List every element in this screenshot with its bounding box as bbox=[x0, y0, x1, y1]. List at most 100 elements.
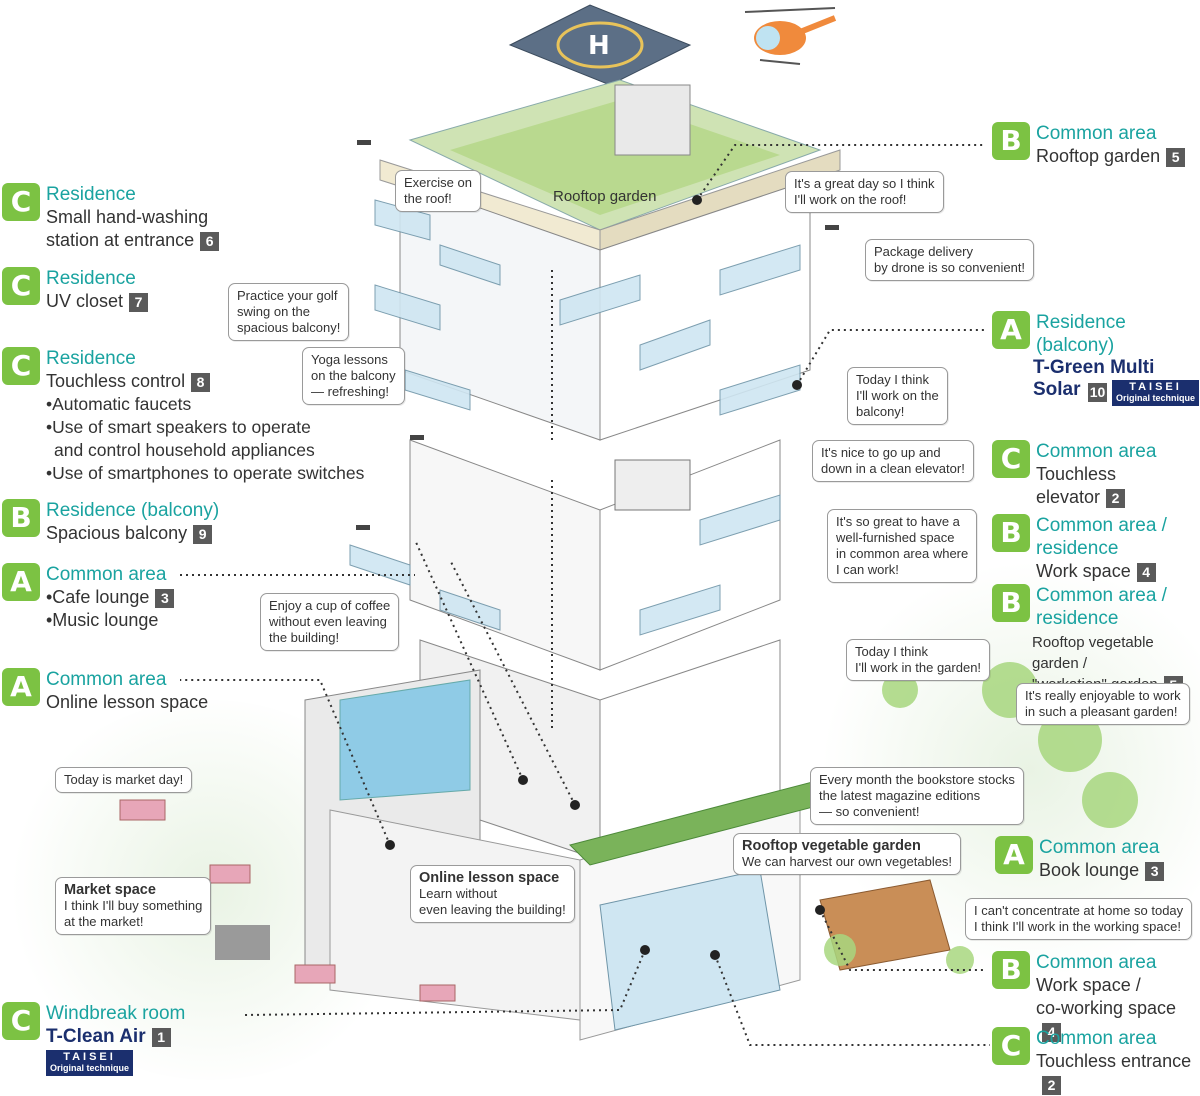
item-label: Spacious balcony bbox=[46, 523, 188, 543]
bubble-veg-garden: Rooftop vegetable garden We can harvest … bbox=[733, 833, 962, 875]
category-label: Residence bbox=[46, 348, 136, 369]
brand-label: T-Green Multi Solar bbox=[1033, 357, 1155, 400]
a-badge-icon: A bbox=[995, 836, 1033, 874]
category-label: Common area bbox=[46, 669, 167, 690]
a-badge-icon: A bbox=[2, 668, 40, 706]
c-badge-icon: C bbox=[992, 1027, 1030, 1065]
ref-number: 8 bbox=[191, 372, 211, 392]
category-label: Residence bbox=[46, 268, 136, 289]
category-label: Common area / residence bbox=[1036, 585, 1167, 629]
c-badge-icon: C bbox=[2, 1002, 40, 1040]
item-label: Work space / co-working space bbox=[1036, 975, 1177, 1018]
helipad: H bbox=[508, 4, 692, 86]
ref-number: 9 bbox=[193, 524, 213, 544]
bubble-elevator: It's nice to go up and down in a clean e… bbox=[812, 440, 974, 482]
ref-number: 10 bbox=[1088, 383, 1107, 402]
bubble-yoga: Yoga lessons on the balcony — refreshing… bbox=[302, 347, 405, 405]
category-label: Common area / residence bbox=[1036, 515, 1167, 559]
label-solar: A Residence (balcony) bbox=[992, 311, 1126, 357]
a-badge-icon: A bbox=[2, 563, 40, 601]
bubble-drone: Package delivery by drone is so convenie… bbox=[865, 239, 1035, 281]
a-badge-icon: A bbox=[992, 311, 1030, 349]
bubble-exercise: Exercise on the roof! bbox=[395, 170, 481, 212]
c-badge-icon: C bbox=[2, 183, 40, 221]
ref-number: 4 bbox=[1136, 562, 1156, 582]
b-badge-icon: B bbox=[992, 514, 1030, 552]
bullet-item: •Use of smart speakers to operate bbox=[46, 417, 311, 437]
ref-number: 6 bbox=[200, 231, 220, 251]
item-label: Small hand-washing station at entrance bbox=[46, 207, 209, 250]
taisei-logo: TAISEI Original technique bbox=[46, 1050, 134, 1076]
bubble-market-day: Today is market day! bbox=[55, 767, 193, 793]
label-touchless-entrance: C Common area Touchless entrance2 bbox=[992, 1027, 1200, 1096]
bubble-market: Market space I think I'll buy something … bbox=[55, 877, 212, 935]
item-label: Touchless control bbox=[46, 371, 186, 391]
c-badge-icon: C bbox=[2, 267, 40, 305]
category-label: Common area bbox=[1036, 441, 1157, 462]
label-hand-washing: C Residence Small hand-washing station a… bbox=[2, 183, 220, 252]
bubble-text: We can harvest our own vegetables! bbox=[742, 854, 953, 869]
bullet-item: •Cafe lounge bbox=[46, 587, 150, 607]
bubble-bookstore: Every month the bookstore stocks the lat… bbox=[810, 767, 1024, 825]
item-label: Touchless elevator bbox=[1036, 464, 1117, 507]
rooftop-garden-caption: Rooftop garden bbox=[553, 188, 657, 205]
ref-number: 3 bbox=[1145, 861, 1165, 881]
bubble-concentrate: I can't concentrate at home so today I t… bbox=[965, 898, 1193, 940]
item-label: Rooftop garden bbox=[1036, 146, 1161, 166]
item-label: Book lounge bbox=[1039, 860, 1140, 880]
bubble-great-day: It's a great day so I think I'll work on… bbox=[785, 171, 944, 213]
bubble-online-lesson: Online lesson space Learn without even l… bbox=[410, 865, 575, 923]
category-label: Common area bbox=[46, 564, 167, 585]
category-label: Common area bbox=[1039, 837, 1160, 858]
svg-text:H: H bbox=[588, 31, 610, 61]
bubble-furnished: It's so great to have a well-furnished s… bbox=[827, 509, 978, 583]
b-badge-icon: B bbox=[992, 951, 1030, 989]
b-badge-icon: B bbox=[992, 584, 1030, 622]
bubble-heading: Online lesson space bbox=[419, 870, 560, 886]
item-label: Work space bbox=[1036, 561, 1131, 581]
bubble-enjoyable: It's really enjoyable to work in such a … bbox=[1016, 683, 1190, 725]
category-label: Windbreak room bbox=[46, 1003, 186, 1024]
ref-number: 2 bbox=[1106, 488, 1126, 508]
ref-number: 2 bbox=[1042, 1075, 1061, 1095]
bubble-heading: Rooftop vegetable garden bbox=[742, 838, 921, 854]
ref-number: 1 bbox=[151, 1028, 171, 1048]
ref-number: 7 bbox=[129, 292, 149, 312]
bubble-garden-work: Today I think I'll work in the garden! bbox=[846, 639, 991, 681]
b-badge-icon: B bbox=[2, 499, 40, 537]
item-label: Touchless entrance bbox=[1036, 1051, 1192, 1071]
brand-label: T-Clean Air bbox=[46, 1026, 146, 1047]
b-badge-icon: B bbox=[992, 122, 1030, 160]
bullet-item: •Use of smartphones to operate switches bbox=[46, 463, 365, 483]
bubble-heading: Market space bbox=[64, 882, 156, 898]
item-label: Online lesson space bbox=[46, 692, 209, 712]
category-label: Residence (balcony) bbox=[46, 500, 220, 521]
category-label: Common area bbox=[1036, 123, 1157, 144]
label-coworking: B Common area Work space / co-working sp… bbox=[992, 951, 1200, 1043]
c-badge-icon: C bbox=[2, 347, 40, 385]
bullet-item: and control household appliances bbox=[54, 440, 315, 460]
category-label: Residence (balcony) bbox=[1036, 312, 1126, 356]
label-online-lesson: A Common area Online lesson space bbox=[2, 668, 208, 714]
bubble-golf: Practice your golf swing on the spacious… bbox=[228, 283, 350, 341]
bullet-item: •Music lounge bbox=[46, 610, 159, 630]
bubble-balcony-work: Today I think I'll work on the balcony! bbox=[847, 367, 948, 425]
helicopter bbox=[744, 7, 837, 65]
ref-number: 5 bbox=[1166, 147, 1186, 167]
category-label: Common area bbox=[1036, 952, 1157, 973]
bubble-text: Learn without even leaving the building! bbox=[419, 886, 566, 917]
label-veg-garden: B Common area / residence bbox=[992, 584, 1167, 630]
c-badge-icon: C bbox=[992, 440, 1030, 478]
solar-brand-block: T-Green Multi Solar bbox=[1033, 357, 1154, 402]
category-label: Residence bbox=[46, 184, 136, 205]
taisei-logo: TAISEI Original technique bbox=[1112, 380, 1200, 406]
ref-number: 4 bbox=[1042, 1022, 1061, 1042]
